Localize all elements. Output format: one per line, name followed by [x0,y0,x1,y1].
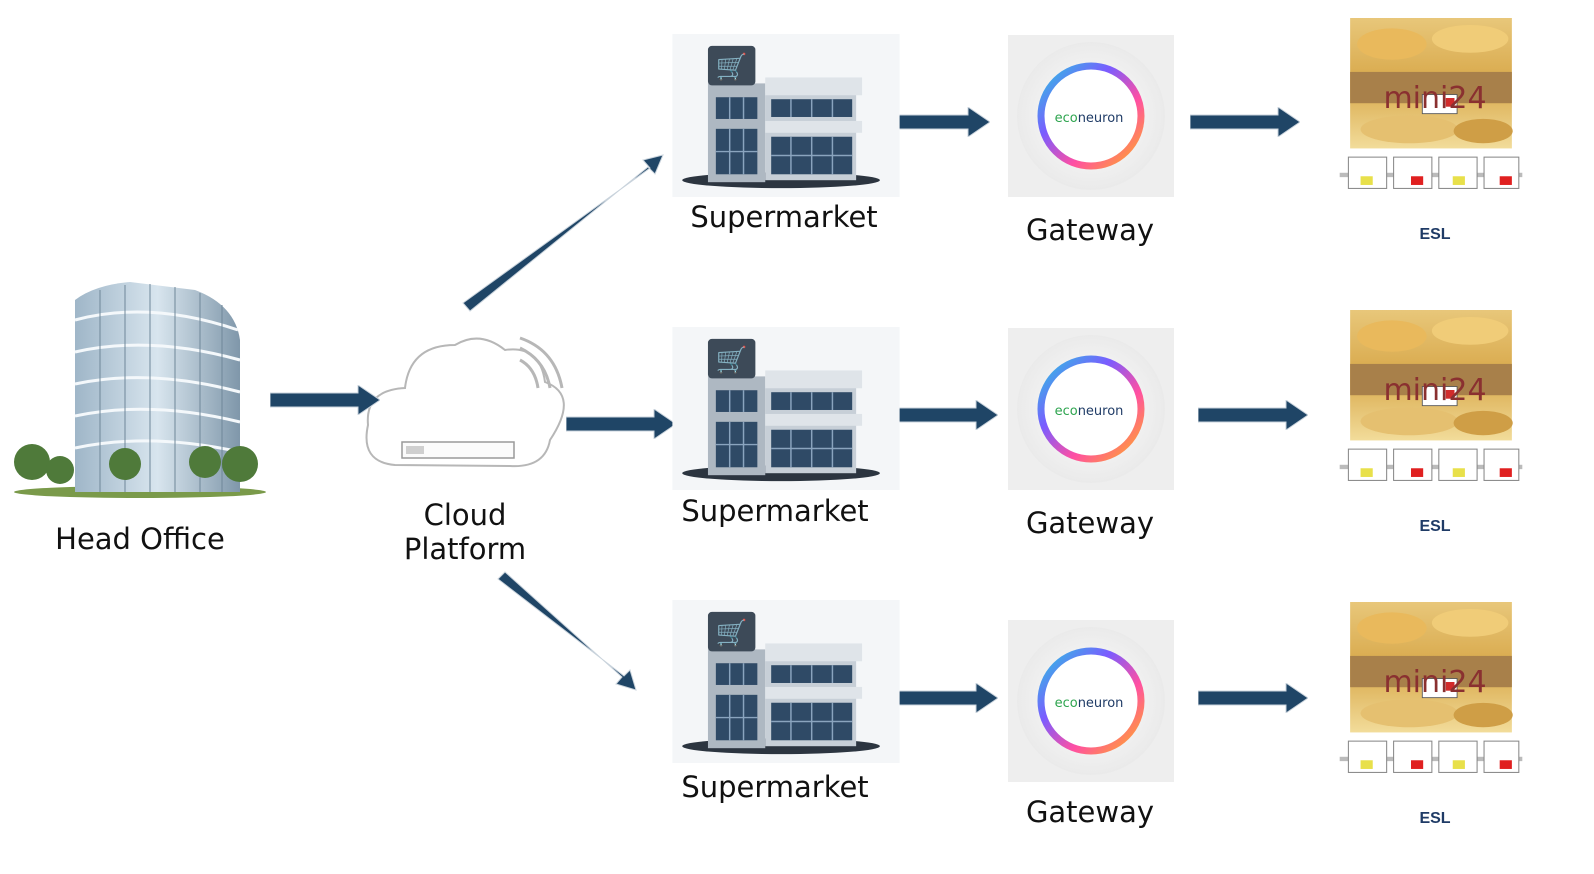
arrow-cloud-to-market-3 [497,571,637,691]
arrow-market-2-to-gateway-2 [888,400,998,430]
svg-text:econeuron: econeuron [1055,111,1124,126]
shelf-sign-text: mini24 [1383,81,1486,116]
arrow-gateway-3-to-esl-3 [1198,683,1308,713]
esl-2-shelf-image: mini24 [1339,310,1523,482]
arrow-gateway-2-to-esl-2 [1198,400,1308,430]
gateway-3-icon: econeuron [1008,620,1174,782]
esl-2-label: ESL [1419,518,1451,535]
gateway-logo-left: eco [1055,404,1078,419]
svg-text:econeuron: econeuron [1055,696,1124,711]
esl-1-shelf-image: mini24 [1339,18,1523,190]
gateway-1-icon: econeuron [1008,35,1174,197]
head-office-label: Head Office [55,522,225,556]
svg-text:econeuron: econeuron [1055,404,1124,419]
cloud-platform-icon [365,336,565,468]
shelf-sign-text: mini24 [1383,665,1486,700]
arrow-gateway-1-to-esl-1 [1190,107,1300,137]
gateway-logo-left: eco [1055,696,1078,711]
cloud-platform-label-line2: Platform [403,532,527,566]
gateway-3-label: Gateway [1025,795,1155,829]
gateway-logo-left: eco [1055,111,1078,126]
supermarket-1-label: Supermarket [690,200,878,234]
shelf-sign-text: mini24 [1383,373,1486,408]
supermarket-2-label: Supermarket [681,494,869,528]
supermarket-3-label: Supermarket [681,770,869,804]
supermarket-1-icon [672,34,900,197]
gateway-2-label: Gateway [1025,506,1155,540]
esl-3-label: ESL [1419,810,1451,827]
supermarket-2-icon [672,327,900,490]
gateway-logo-right: neuron [1078,404,1124,419]
arrow-cloud-to-market-2 [566,409,676,439]
gateway-1-label: Gateway [1025,213,1155,247]
cloud-platform-label-line1: Cloud [423,498,507,532]
gateway-logo-right: neuron [1078,111,1124,126]
arrow-headoffice-to-cloud [270,385,380,415]
arrow-market-3-to-gateway-3 [888,683,998,713]
arrow-cloud-to-market-1 [462,154,664,312]
supermarket-3-icon [672,600,900,763]
gateway-logo-right: neuron [1078,696,1124,711]
esl-1-label: ESL [1419,226,1451,243]
head-office-building-icon [14,282,266,498]
esl-3-shelf-image: mini24 [1339,602,1523,774]
gateway-2-icon: econeuron [1008,328,1174,490]
